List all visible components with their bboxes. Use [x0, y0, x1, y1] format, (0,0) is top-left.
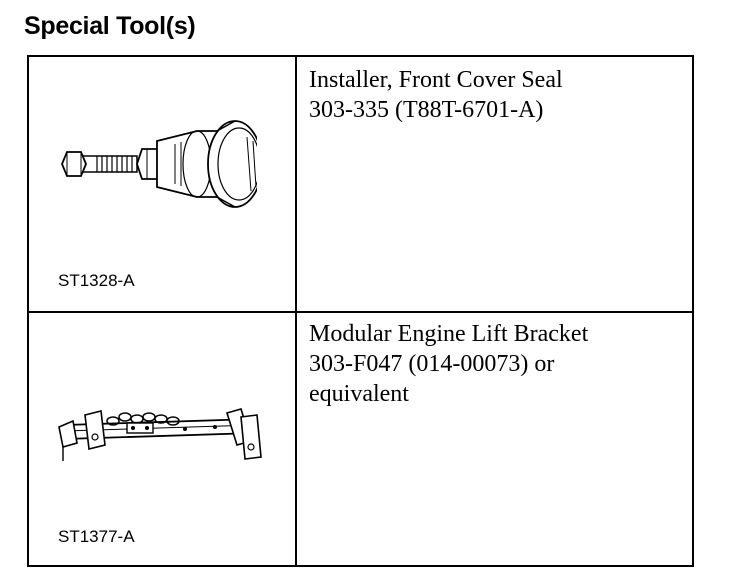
tool-name: Modular Engine Lift Bracket [309, 321, 589, 347]
column-divider [295, 57, 297, 565]
tool-part-note: equivalent [309, 381, 409, 407]
row-divider [29, 311, 692, 313]
tool-description: Modular Engine Lift Bracket 303-F047 (01… [309, 319, 669, 409]
special-tools-table: ST1328-A Installer, Front Cover Seal 303… [27, 55, 694, 567]
tool-name: Installer, Front Cover Seal [309, 67, 563, 93]
front-cover-seal-installer-illustration [61, 120, 257, 208]
tool-part-number: 303-335 (T88T-6701-A) [309, 97, 544, 123]
tool-caption: ST1328-A [58, 271, 135, 290]
tool-part-number: 303-F047 (014-00073) or [309, 351, 555, 377]
tool-caption: ST1377-A [58, 527, 135, 546]
tool-description: Installer, Front Cover Seal 303-335 (T88… [309, 65, 669, 125]
section-heading: Special Tool(s) [24, 12, 196, 40]
engine-lift-bracket-illustration [58, 408, 262, 461]
